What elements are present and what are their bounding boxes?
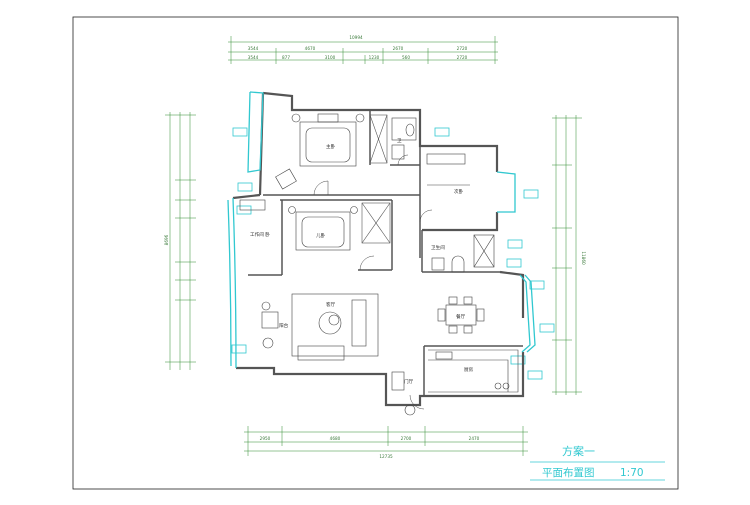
label-bathroom: 卫生间 <box>431 244 445 251</box>
label-master-bath: 卫 <box>397 138 402 144</box>
label-foyer: 门厅 <box>404 378 414 385</box>
dining-table <box>437 296 485 334</box>
label-balcony: 阳台 <box>279 322 289 329</box>
dim-top-3: 2670 <box>393 46 404 51</box>
dim-top-1: 3544 <box>248 46 259 51</box>
label-second-bedroom: 次卧 <box>454 188 464 195</box>
dim-right-total: 11860 <box>581 251 586 265</box>
dim-top-2: 4670 <box>305 46 316 51</box>
plan-title: 方案一 <box>562 444 595 458</box>
dim-bottom-1: 2950 <box>260 436 271 441</box>
label-study: 工作间 卧 <box>250 231 270 238</box>
plan-subtitle: 平面布置图 <box>542 467 595 479</box>
entry <box>391 371 416 416</box>
dimension-top <box>228 36 498 64</box>
right-room-items <box>426 153 470 186</box>
dim-top2-3: 3100 <box>325 55 336 60</box>
dim-top-4: 2720 <box>457 46 468 51</box>
dimension-left <box>165 112 196 370</box>
dim-bottom-4: 2470 <box>469 436 480 441</box>
label-kitchen: 厨房 <box>464 366 474 373</box>
dim-top2-6: 2720 <box>457 55 468 60</box>
interior-walls <box>248 110 523 396</box>
dim-top2-2: 877 <box>282 55 290 60</box>
plan-scale: 1:70 <box>620 467 644 479</box>
dim-bottom-2: 4680 <box>330 436 341 441</box>
drawing-frame <box>72 16 679 490</box>
dim-top2-1: 3544 <box>248 55 259 60</box>
study-desk <box>239 199 266 211</box>
bathroom-fixtures <box>431 234 495 273</box>
door-swings <box>313 154 433 410</box>
dim-top2-4: 1230 <box>369 55 380 60</box>
kitchen-counter <box>428 349 519 393</box>
label-dining: 餐厅 <box>456 313 466 320</box>
master-bath-fixtures <box>391 117 417 160</box>
dimension-right <box>552 115 582 395</box>
dim-top-total: 10994 <box>349 35 363 40</box>
second-bed <box>288 206 358 251</box>
living-furniture <box>261 293 379 361</box>
label-living: 客厅 <box>326 301 336 308</box>
dimension-bottom <box>244 426 528 456</box>
window-tags <box>231 127 555 380</box>
wardrobe <box>361 114 391 244</box>
master-bed <box>275 113 365 190</box>
window-glass <box>227 91 536 369</box>
dim-top2-5: 560 <box>402 55 410 60</box>
dim-left-total: 8696 <box>164 234 169 245</box>
label-kid-bedroom: 儿卧 <box>316 232 326 239</box>
dim-bottom-3: 2700 <box>401 436 412 441</box>
label-master-bedroom: 主卧 <box>326 143 336 150</box>
dim-bottom-total: 12735 <box>379 454 393 459</box>
